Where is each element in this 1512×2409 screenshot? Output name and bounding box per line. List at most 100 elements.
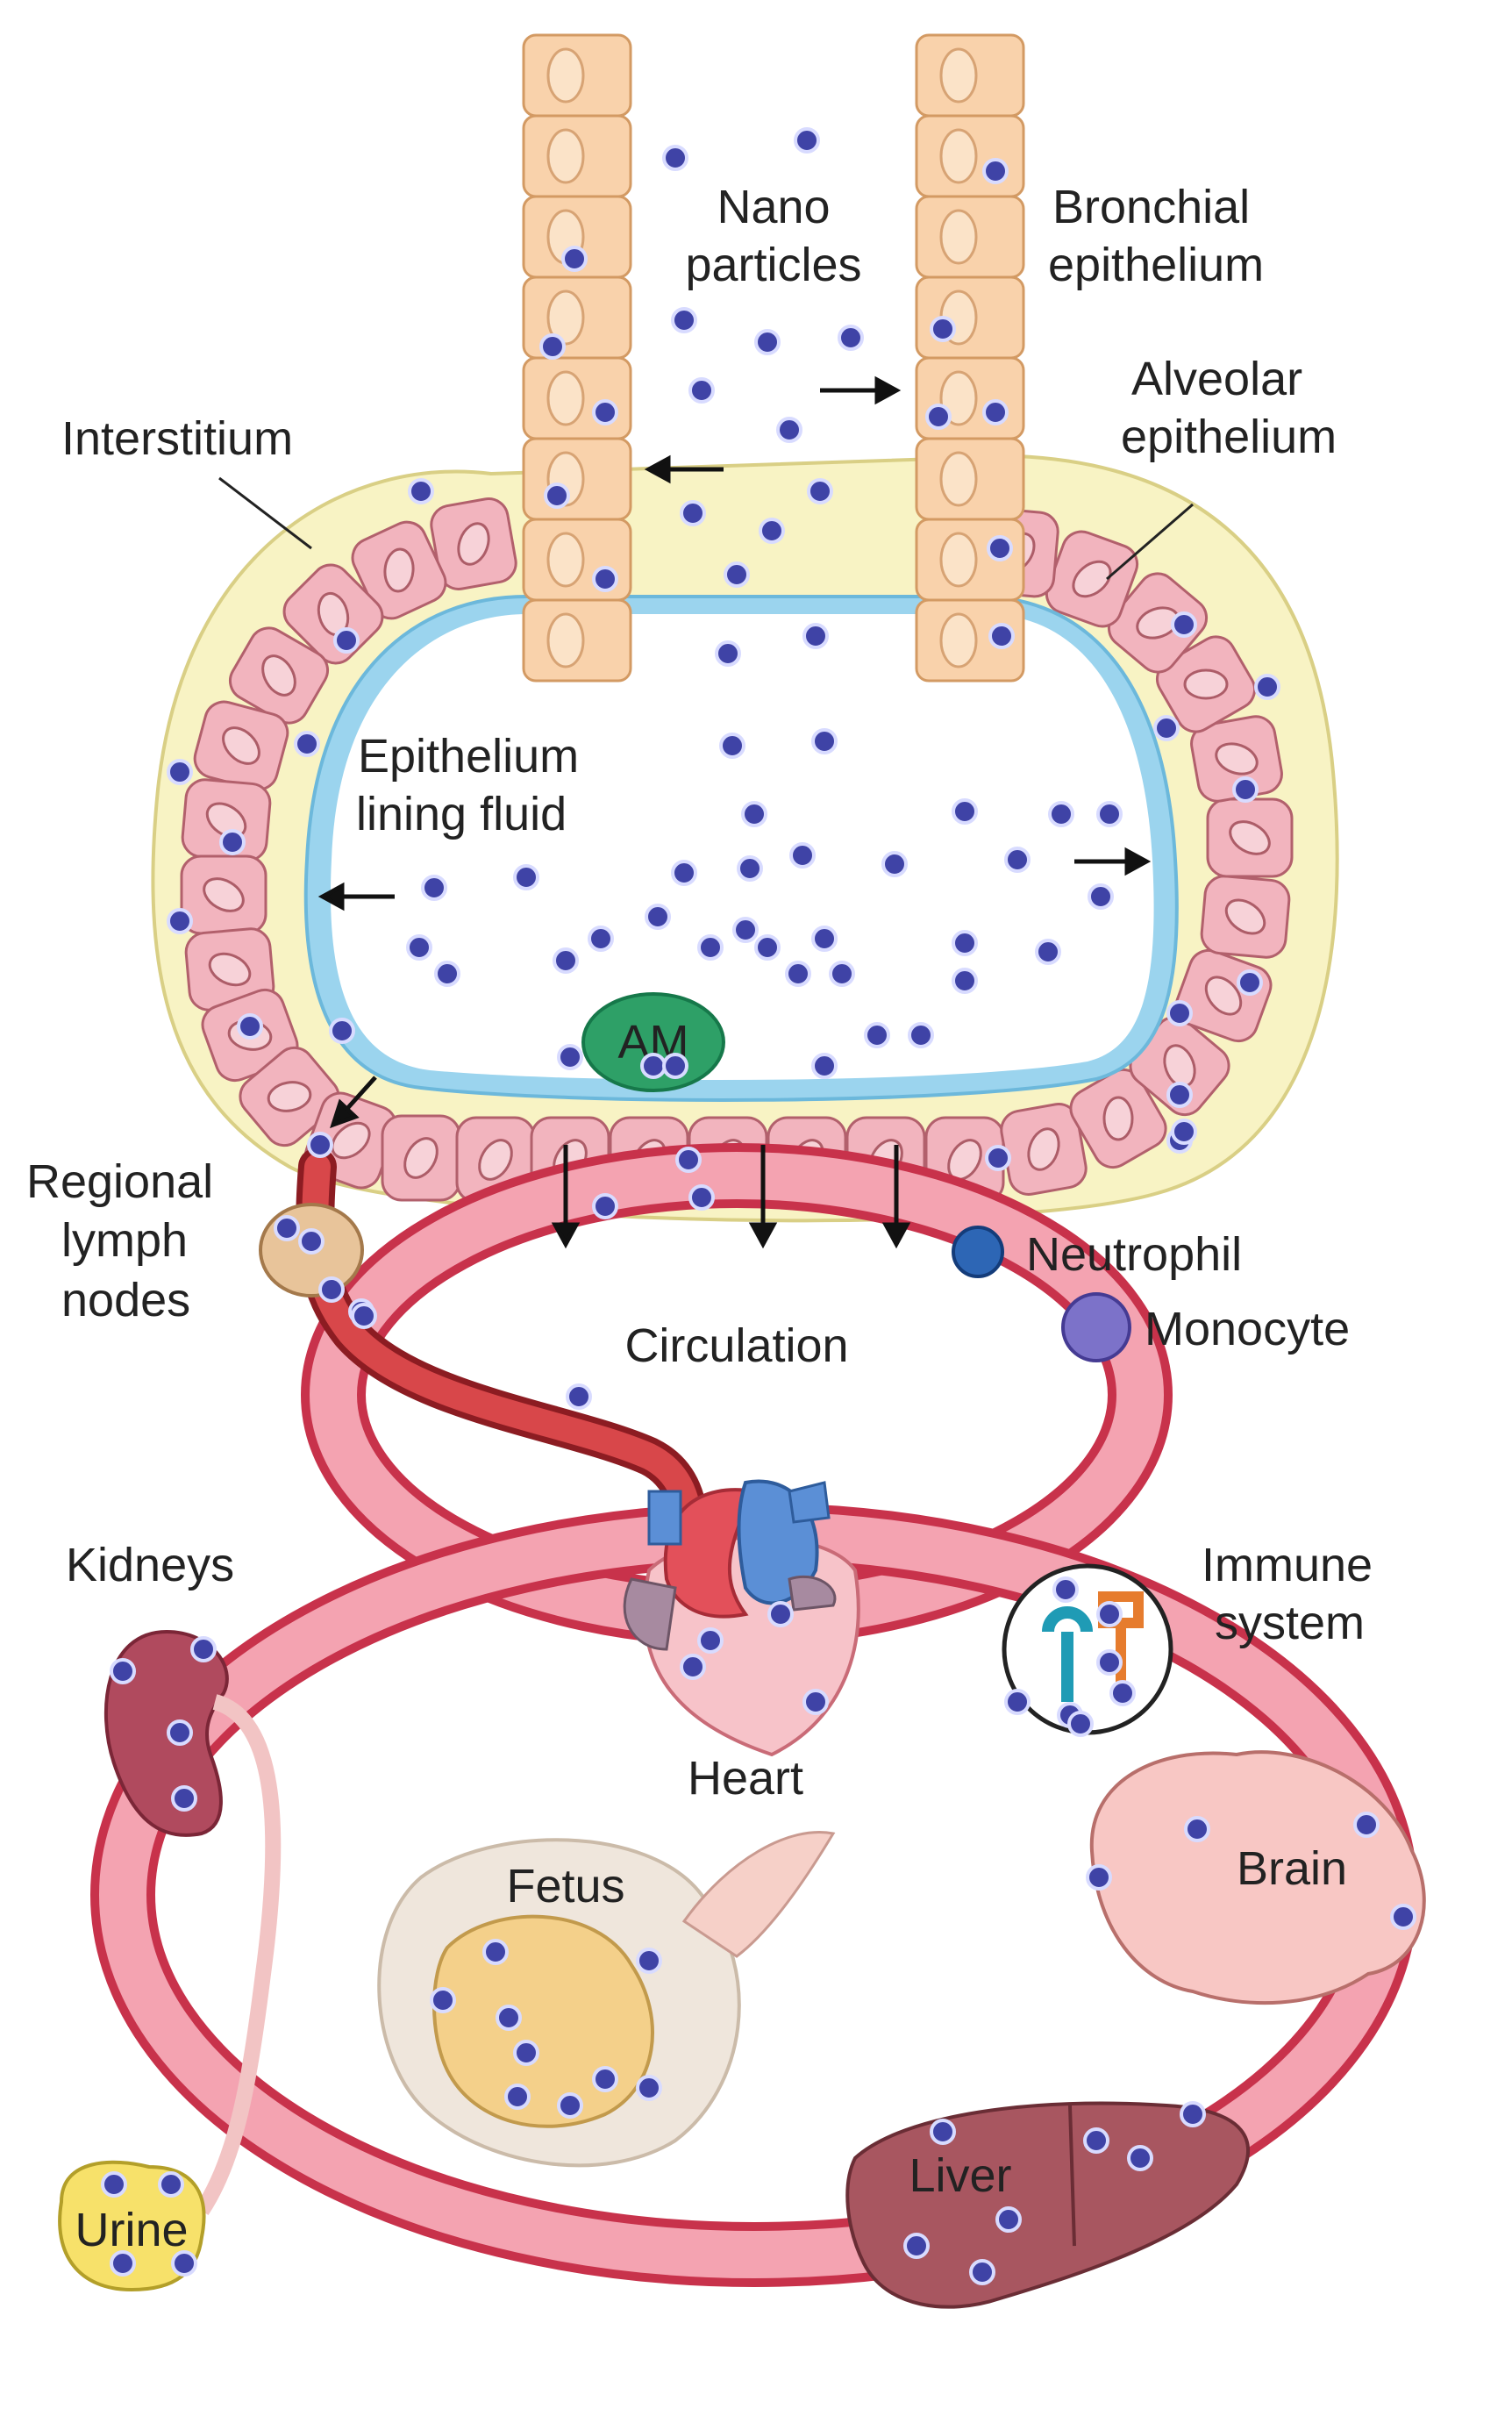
alveolar-nucleus — [478, 1139, 513, 1181]
brain-label: Brain — [1237, 1842, 1347, 1895]
regional-label-1: Regional — [26, 1155, 213, 1208]
bronchial-left-nucleus — [546, 370, 585, 426]
nanoparticle — [811, 926, 838, 952]
nanoparticle — [636, 1948, 662, 1974]
nanoparticle — [1166, 1082, 1193, 1108]
bronchial-right-nucleus — [939, 612, 978, 668]
nanoparticle — [1166, 1000, 1193, 1026]
nanoparticle — [737, 855, 763, 882]
nanoparticle — [982, 399, 1009, 425]
interstitium-label: Interstitium — [61, 412, 293, 465]
fetus-label: Fetus — [506, 1860, 624, 1912]
neutrophil-cell — [952, 1226, 1004, 1278]
bronchial-right-nucleus — [939, 451, 978, 507]
nanoparticle — [566, 1383, 592, 1410]
bronchial-right-nucleus — [939, 47, 978, 104]
monocyte-label: Monocyte — [1145, 1303, 1350, 1355]
nanoparticle — [952, 968, 978, 994]
nanoparticle — [434, 961, 460, 987]
nanoparticle — [1254, 674, 1280, 700]
nanoparticle — [237, 1013, 263, 1040]
brain-organ — [1089, 1750, 1426, 2005]
nanoparticle — [351, 1303, 377, 1329]
nanoparticle — [671, 860, 697, 886]
nanoparticles — [101, 127, 1416, 2285]
nanoparticle — [754, 934, 781, 961]
alveolar-nucleus — [331, 1121, 371, 1160]
alveolar-nucleus — [1229, 820, 1271, 855]
nanoparticle — [776, 417, 802, 443]
nanoparticle — [802, 623, 829, 649]
nanoparticle — [754, 329, 781, 355]
nanoparticle — [294, 731, 320, 757]
nanoparticle — [1086, 1864, 1112, 1891]
urine-label: Urine — [75, 2204, 188, 2256]
nanoparticle — [1390, 1904, 1416, 1930]
nanoparticle — [732, 917, 759, 943]
nanoparticle — [881, 851, 908, 877]
alveolar-nucleus — [1102, 1096, 1134, 1141]
nanoparticle — [794, 127, 820, 154]
nanoparticle — [636, 2075, 662, 2101]
nanoparticle — [1004, 847, 1031, 873]
alveolar-nucleus — [457, 522, 490, 566]
bronchial-left-nucleus — [546, 128, 585, 184]
nanoparticle — [1232, 776, 1259, 803]
alveolar-leader — [1106, 503, 1194, 581]
nanoparticle — [952, 930, 978, 956]
bronchial-right-nucleus — [939, 532, 978, 588]
nanoparticle — [930, 316, 956, 342]
bronchial-left-nucleus — [546, 47, 585, 104]
nanoparticle — [167, 1719, 193, 1746]
alveolar-nucleus — [1072, 560, 1112, 598]
nanoparticle — [838, 325, 864, 351]
nanoparticle — [662, 1053, 688, 1079]
nanoparticle — [985, 1145, 1011, 1171]
nanoparticle — [662, 145, 688, 171]
nanoparticle — [1171, 611, 1197, 638]
nanoparticle — [952, 798, 978, 825]
bronchial-left-nucleus — [546, 532, 585, 588]
alveolar-nucleus — [261, 654, 296, 697]
nanoparticle — [988, 623, 1015, 649]
nanoparticle — [167, 759, 193, 785]
alveolar-nucleus — [267, 1081, 312, 1112]
alveolar-nucleus — [203, 877, 245, 912]
nanoparticle — [110, 2250, 136, 2277]
nanoparticle — [925, 404, 952, 430]
elf-label-1: Epithelium — [358, 730, 579, 783]
bronchial-label-1: Bronchial — [1052, 181, 1250, 233]
alveolar-nucleus — [1215, 742, 1259, 776]
bronchial-left-nucleus — [546, 290, 585, 346]
nanoparticle — [1048, 801, 1074, 827]
bronchial-left-nucleus — [546, 612, 585, 668]
heart-label: Heart — [688, 1752, 803, 1805]
nanoparticle — [329, 1018, 355, 1044]
nanoparticle — [688, 377, 715, 404]
alveolar-nucleus — [1027, 1127, 1060, 1171]
nanoparticle — [592, 399, 618, 425]
nanoparticle — [697, 934, 724, 961]
nanoparticle — [1096, 1601, 1123, 1627]
nanoparticle — [171, 1785, 197, 1812]
alveolar-lumen — [330, 614, 1154, 1080]
nanoparticle — [513, 864, 539, 890]
nanoparticle — [1153, 715, 1180, 741]
liver-organ — [845, 2101, 1250, 2309]
nanoparticle — [1127, 2145, 1153, 2171]
nanoparticle — [811, 728, 838, 754]
nanoparticle — [741, 801, 767, 827]
nanoparticle — [588, 926, 614, 952]
monocyte-cell — [1061, 1292, 1131, 1362]
nanoparticle — [318, 1276, 345, 1303]
nanoparticle — [724, 561, 750, 588]
nanoparticle — [1088, 883, 1114, 910]
alveolar-label-2: epithelium — [1121, 411, 1337, 463]
circulation-label: Circulation — [624, 1319, 848, 1372]
nanoparticle — [675, 1147, 702, 1173]
nanoparticle — [1004, 1689, 1031, 1715]
nanoparticle — [219, 829, 246, 855]
alveolar-nucleus — [383, 547, 415, 593]
nanoparticle — [1180, 2101, 1206, 2127]
